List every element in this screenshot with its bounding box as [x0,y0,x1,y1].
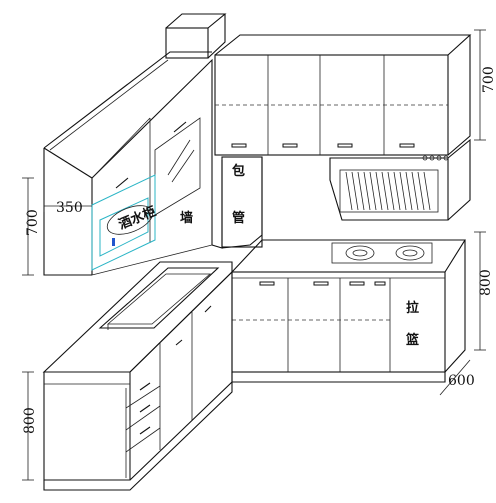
right-countertop [230,239,466,373]
dim-upper-right: 700 [481,66,496,93]
label-wall: 墙 [180,210,193,226]
dim-depth: 600 [448,373,475,389]
dim-upper-left: 700 [25,209,41,236]
left-base-cabinet [42,261,233,491]
dim-base-left: 800 [22,407,38,434]
wine-rack-label: 酒水柜 [116,203,158,232]
left-upper-cabinet: 酒水柜 [43,51,213,276]
dimension-lines [22,29,486,481]
label-basket-2: 篮 [405,332,419,348]
label-pipe-2: 管 [232,210,245,226]
dim-base-right: 800 [478,269,494,296]
pillar-top [165,13,227,59]
wall-column [211,156,263,249]
right-upper-cabinet [214,34,472,156]
label-basket-1: 拉 [406,300,419,316]
range-hood [329,138,471,221]
label-pipe-1: 包 [232,163,245,179]
right-base-cabinet [231,271,446,383]
dim-side-depth: 350 [56,200,83,216]
